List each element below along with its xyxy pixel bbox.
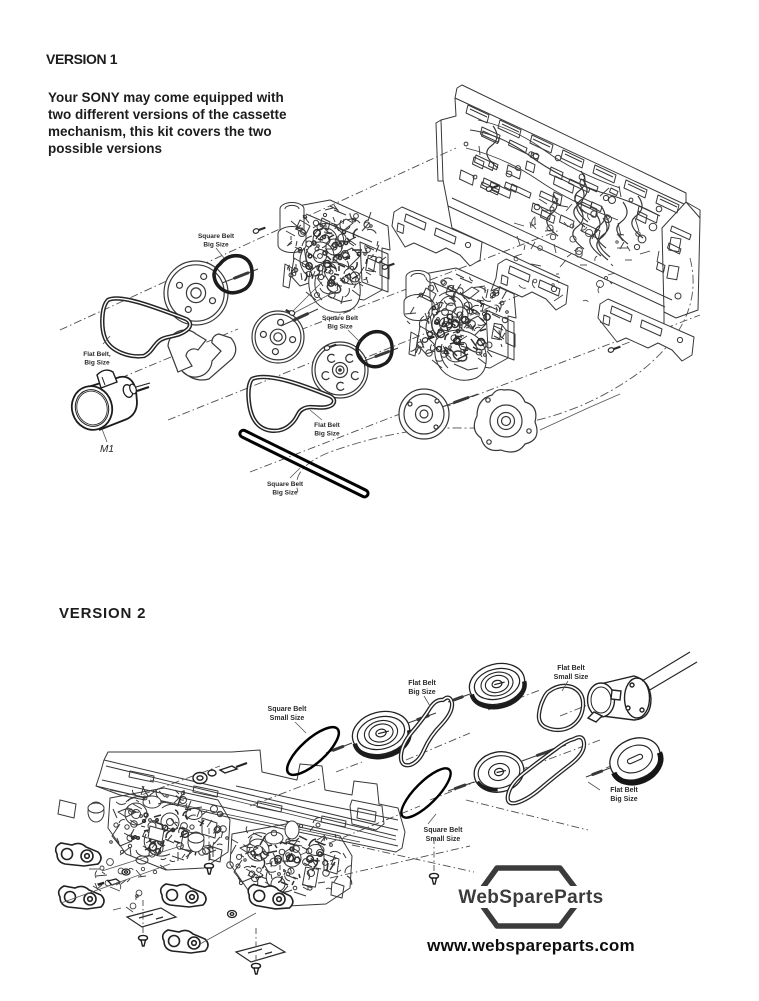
svg-text:Big Size: Big Size [314, 431, 340, 438]
svg-text:www.webspareparts.com: www.webspareparts.com [426, 936, 635, 955]
svg-text:M1: M1 [100, 444, 114, 455]
svg-text:Big Size: Big Size [408, 689, 435, 696]
svg-text:Square Belt: Square Belt [267, 481, 304, 488]
svg-text:mechanism, this kit covers the: mechanism, this kit covers the two [48, 124, 272, 139]
svg-text:possible versions: possible versions [48, 141, 162, 156]
svg-text:Big Size: Big Size [610, 796, 637, 803]
svg-text:Flat Belt: Flat Belt [408, 680, 436, 687]
svg-text:Square Belt: Square Belt [198, 233, 235, 240]
svg-text:Your SONY may come equipped wi: Your SONY may come equipped with [48, 90, 284, 105]
svg-text:Square Belt: Square Belt [424, 827, 464, 834]
svg-text:Small Size: Small Size [270, 715, 305, 722]
svg-text:WebSpareParts: WebSpareParts [458, 887, 603, 908]
svg-text:VERSION 1: VERSION 1 [46, 51, 118, 67]
svg-text:Small Size: Small Size [554, 674, 589, 681]
svg-text:Flat Belt: Flat Belt [610, 787, 638, 794]
svg-text:Square Belt: Square Belt [268, 706, 308, 713]
svg-text:Small Size: Small Size [426, 836, 461, 843]
svg-text:two different versions of the: two different versions of the cassette [48, 107, 287, 122]
svg-text:Big Size: Big Size [327, 324, 353, 331]
svg-text:Flat Belt,: Flat Belt, [83, 351, 111, 358]
svg-text:Flat Belt: Flat Belt [557, 665, 585, 672]
svg-text:Flat Belt: Flat Belt [314, 422, 340, 429]
svg-text:Square Belt: Square Belt [322, 315, 359, 322]
svg-text:Big Size: Big Size [84, 360, 110, 367]
svg-text:Big Size: Big Size [272, 490, 298, 497]
svg-text:Big Size: Big Size [203, 242, 229, 249]
svg-text:VERSION 2: VERSION 2 [59, 605, 146, 622]
